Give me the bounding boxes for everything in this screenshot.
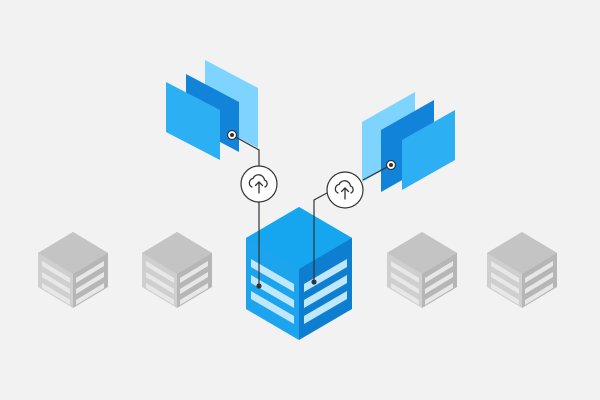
server-2 [142,232,212,308]
server-central [246,207,352,340]
connector-left [226,129,262,289]
server-4 [387,232,457,308]
connector-right [311,159,397,285]
server-5 [487,232,557,308]
server-1 [38,232,108,308]
panel-stack-left [166,60,258,160]
cloud-upload-icon [326,171,364,209]
cloud-upload-icon [240,165,278,203]
panel-stack-right [362,92,455,192]
